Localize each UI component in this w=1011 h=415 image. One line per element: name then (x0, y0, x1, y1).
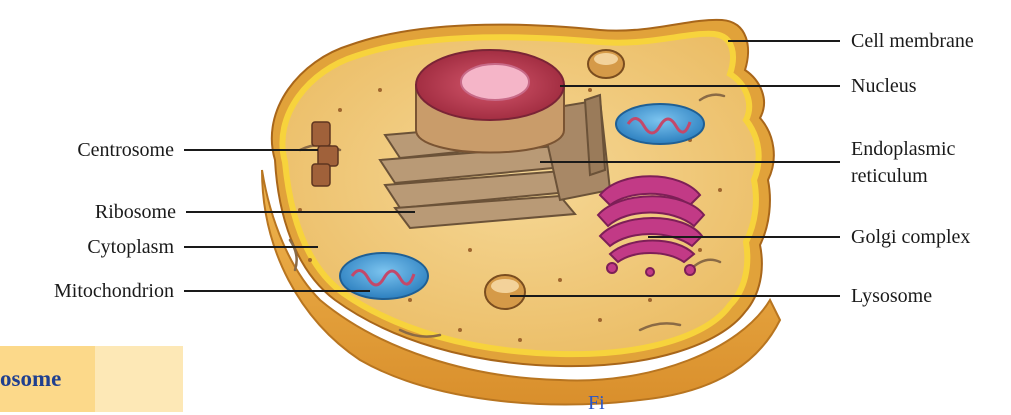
label-lysosome: Lysosome (851, 285, 932, 307)
section-heading: osome (0, 366, 61, 392)
label-cell-membrane: Cell membrane (851, 30, 974, 52)
nucleus (416, 50, 564, 153)
label-mitochondrion: Mitochondrion (54, 280, 174, 302)
label-endoplasmic-reticulum-line1: Endoplasmic (851, 138, 956, 160)
lysosome-lower (485, 275, 525, 309)
nucleolus (461, 64, 529, 100)
mitochondrion-lower (340, 253, 428, 299)
label-golgi-complex: Golgi complex (851, 226, 970, 248)
label-nucleus: Nucleus (851, 75, 917, 97)
lysosome-upper (588, 50, 624, 78)
label-cytoplasm: Cytoplasm (87, 236, 174, 258)
label-centrosome: Centrosome (77, 139, 174, 161)
mitochondrion-upper (616, 104, 704, 144)
label-endoplasmic-reticulum-line2: reticulum (851, 165, 928, 187)
label-ribosome: Ribosome (95, 201, 176, 223)
